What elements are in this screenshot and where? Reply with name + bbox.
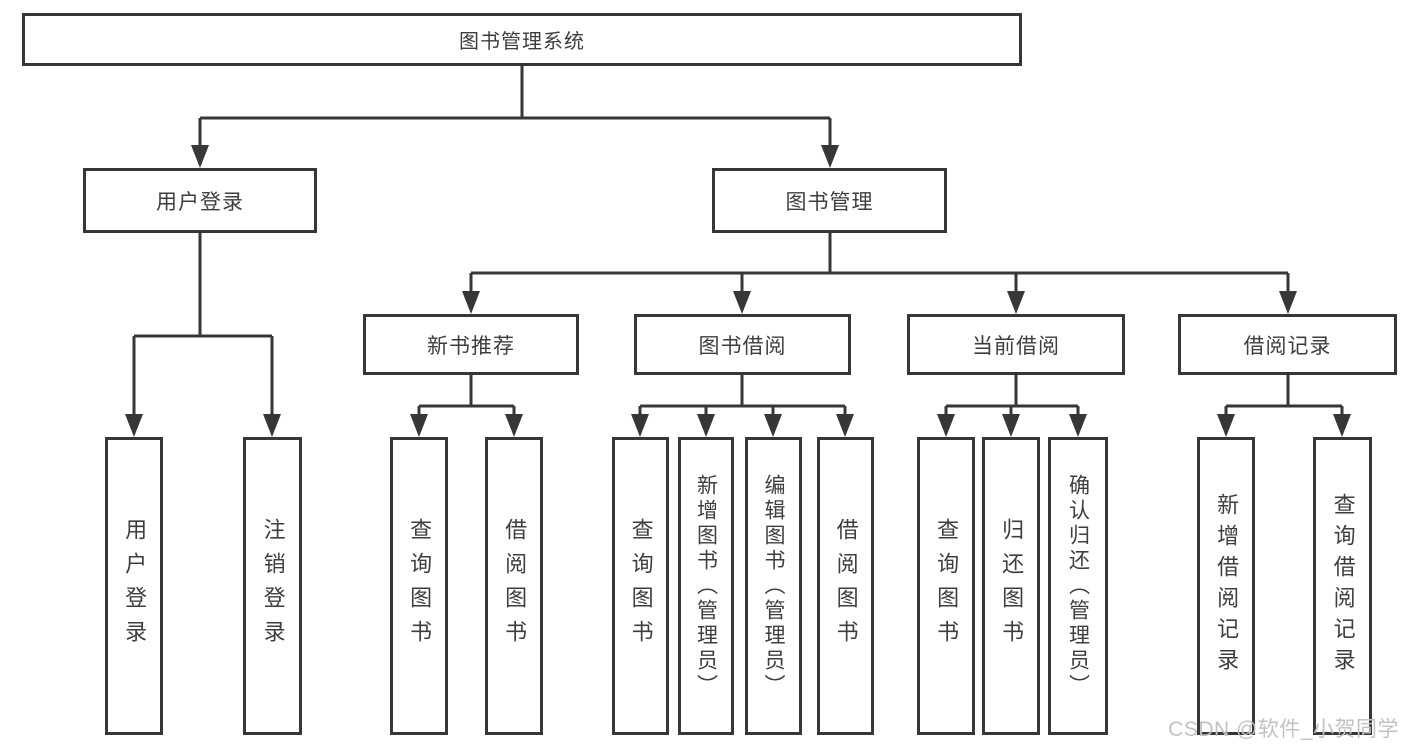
node-return-book: 归还图书 <box>982 437 1040 735</box>
node-label: 新增借阅记录 <box>1214 493 1240 679</box>
arrowhead <box>462 291 480 314</box>
arrowheads <box>125 145 1351 437</box>
arrowhead <box>821 145 839 168</box>
node-logout: 注销登录 <box>243 437 302 735</box>
node-label: 借阅记录 <box>1243 334 1332 358</box>
node-label: 图书管理系统 <box>459 31 585 53</box>
node-label: 新增图书（管理员） <box>694 473 718 699</box>
node-add-borrow-record: 新增借阅记录 <box>1197 437 1255 735</box>
arrowhead <box>764 414 782 437</box>
arrowhead <box>191 145 209 168</box>
node-library-management-system: 图书管理系统 <box>22 13 1022 66</box>
node-user-login-leaf: 用户登录 <box>105 437 163 735</box>
node-query-books-current: 查询图书 <box>917 437 975 735</box>
arrowhead <box>505 414 523 437</box>
arrowhead <box>1217 414 1235 437</box>
node-label: 新书推荐 <box>427 334 515 358</box>
arrowhead <box>631 414 649 437</box>
arrowhead <box>1279 291 1297 314</box>
node-label: 编辑图书（管理员） <box>762 473 786 699</box>
node-borrow-records: 借阅记录 <box>1178 314 1397 375</box>
node-label: 借阅图书 <box>833 518 859 654</box>
node-borrow-books-leaf: 借阅图书 <box>817 437 874 735</box>
node-label: 图书管理 <box>785 190 874 214</box>
arrowhead <box>1007 291 1025 314</box>
node-label: 查询图书 <box>628 518 654 654</box>
node-book-management: 图书管理 <box>712 168 947 233</box>
node-label: 查询图书 <box>934 518 960 654</box>
connector-paths <box>132 66 1344 421</box>
node-label: 归还图书 <box>999 518 1025 654</box>
arrowhead <box>125 414 143 437</box>
node-label: 借阅图书 <box>502 518 528 654</box>
arrowhead <box>836 414 854 437</box>
node-borrow-books-recommend: 借阅图书 <box>485 437 543 735</box>
node-query-borrow-record: 查询借阅记录 <box>1313 437 1372 735</box>
watermark: CSDN @软件_小贺同学 <box>1168 718 1399 741</box>
arrowhead <box>1333 414 1351 437</box>
arrowhead <box>263 414 281 437</box>
node-add-book-admin: 新增图书（管理员） <box>678 437 734 735</box>
arrowhead <box>697 414 715 437</box>
arrowhead <box>1069 414 1087 437</box>
node-label: 当前借阅 <box>972 334 1060 358</box>
arrowhead <box>1002 414 1020 437</box>
node-query-books-recommend: 查询图书 <box>390 437 448 735</box>
node-label: 用户登录 <box>122 518 148 654</box>
node-user-login: 用户登录 <box>83 168 317 233</box>
node-new-book-recommend: 新书推荐 <box>363 314 579 375</box>
arrowhead <box>937 414 955 437</box>
node-label: 图书借阅 <box>698 334 787 358</box>
node-label: 确认归还（管理员） <box>1066 473 1090 699</box>
node-current-borrow: 当前借阅 <box>907 314 1125 375</box>
node-label: 查询图书 <box>407 518 433 654</box>
node-label: 查询借阅记录 <box>1330 493 1356 679</box>
node-edit-book-admin: 编辑图书（管理员） <box>745 437 802 735</box>
arrowhead <box>733 291 751 314</box>
arrowhead <box>410 414 428 437</box>
node-confirm-return-admin: 确认归还（管理员） <box>1048 437 1108 735</box>
node-label: 用户登录 <box>156 190 244 214</box>
node-label: 注销登录 <box>260 518 286 654</box>
node-query-books-borrow: 查询图书 <box>612 437 669 735</box>
node-book-borrow: 图书借阅 <box>634 314 851 375</box>
